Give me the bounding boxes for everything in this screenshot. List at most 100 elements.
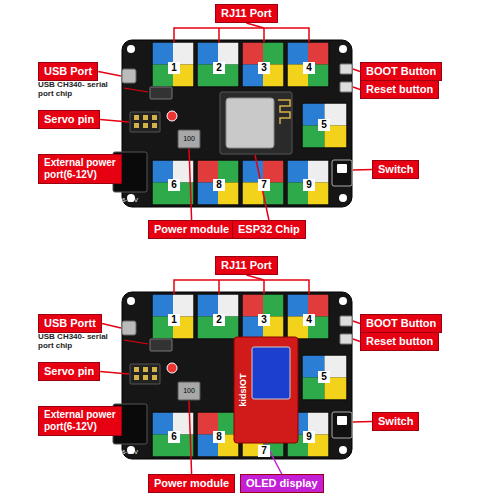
- port-number: 3: [258, 314, 270, 326]
- callout-box: Servo pin: [38, 362, 100, 381]
- voltage-mark: 6-12V: [122, 197, 138, 204]
- callout-text: USB Port: [44, 65, 92, 78]
- mount-hole: [339, 297, 347, 305]
- callout-box: External power port(6-12V): [38, 406, 122, 436]
- leader-line: [189, 149, 192, 220]
- leader-line: [353, 169, 372, 171]
- callout-text: USB Portt: [44, 317, 96, 330]
- mount-hole: [339, 446, 347, 454]
- port-number: 2: [213, 62, 225, 74]
- port-bracket: [174, 28, 309, 42]
- callout-box: RJ11 Port: [215, 256, 278, 275]
- port-number: 9: [303, 431, 315, 443]
- switch: [332, 160, 352, 186]
- led: [167, 363, 177, 373]
- callout-text: ESP32 Chip: [238, 223, 300, 236]
- rj11-port-outline: [302, 355, 347, 400]
- callout-box: BOOT Button: [360, 62, 442, 81]
- chip-label: USB CH340- serial port chip: [38, 80, 122, 98]
- callout-text: Switch: [378, 415, 413, 428]
- port-number: 4: [303, 314, 315, 326]
- leader-line: [124, 88, 148, 92]
- usb-connector: [122, 321, 136, 335]
- port-bracket: [174, 280, 309, 294]
- leader-line: [353, 87, 360, 90]
- rj11-port-outline: [197, 294, 239, 339]
- leader-line: [102, 324, 121, 329]
- leader-line: [353, 321, 360, 324]
- rj11-port-outline: [302, 103, 347, 148]
- port-number: 8: [213, 179, 225, 191]
- leader-line: [353, 421, 372, 423]
- port-number: 3: [258, 62, 270, 74]
- callout-box: BOOT Button: [360, 314, 442, 333]
- inductor: [178, 382, 200, 400]
- leader-line: [98, 72, 121, 77]
- port-number: 7: [258, 179, 270, 191]
- port-number: 4: [303, 62, 315, 74]
- servo-pin: [152, 123, 157, 128]
- callout-text: Servo pin: [44, 113, 94, 126]
- servo-pin: [134, 367, 139, 372]
- port-number: 6: [168, 179, 180, 191]
- callout-text: Power module: [154, 477, 229, 490]
- callout-text: RJ11 Port: [221, 259, 272, 272]
- leader-line: [353, 339, 360, 342]
- callout-box: Reset button: [360, 80, 439, 99]
- servo-pin: [134, 115, 139, 120]
- inductor-value: 100: [183, 387, 195, 395]
- port-number: 1: [168, 62, 180, 74]
- ch340-chip: [150, 87, 172, 99]
- port-number: 7: [258, 445, 270, 457]
- rj11-port-outline: [242, 160, 284, 205]
- oled-board: [234, 337, 298, 443]
- rj11-port-outline: [242, 42, 284, 87]
- servo-pin: [152, 367, 157, 372]
- reset-button: [340, 334, 352, 344]
- rj11-port-outline: [152, 412, 194, 457]
- leader-line: [353, 69, 360, 72]
- port-number: 9: [303, 179, 315, 191]
- rj11-port-outline: [197, 42, 239, 87]
- rj11-port-outline: [287, 160, 329, 205]
- leader-line: [100, 372, 129, 375]
- rj11-port-outline: [287, 294, 329, 339]
- voltage-mark: 6-12V: [122, 449, 138, 456]
- port-number: 1: [168, 314, 180, 326]
- leader-line: [246, 275, 264, 280]
- callout-box: USB Port: [38, 62, 98, 81]
- servo-header: [130, 364, 160, 384]
- callout-text: Reset button: [366, 335, 433, 348]
- servo-pin: [143, 367, 148, 372]
- callout-box: External power port(6-12V): [38, 154, 122, 184]
- servo-pin: [143, 375, 148, 380]
- usb-connector: [122, 69, 136, 83]
- rj11-port-outline: [152, 42, 194, 87]
- mount-hole: [127, 45, 135, 53]
- callout-box: Servo pin: [38, 110, 100, 129]
- callout-box: OLED display: [240, 474, 324, 493]
- servo-pin: [152, 115, 157, 120]
- callout-box: Reset button: [360, 332, 439, 351]
- callout-text: External power port(6-12V): [44, 157, 116, 181]
- switch-toggle: [337, 164, 347, 173]
- leader-line: [100, 120, 129, 123]
- rj11-port-outline: [242, 294, 284, 339]
- callout-text: External power port(6-12V): [44, 409, 116, 433]
- servo-pin: [143, 123, 148, 128]
- callout-text: RJ11 Port: [221, 7, 272, 20]
- servo-header: [130, 112, 160, 132]
- callout-text: Power module: [154, 223, 229, 236]
- callout-box: ESP32 Chip: [232, 220, 306, 239]
- callout-box: Switch: [372, 160, 419, 179]
- pcb: [122, 40, 352, 207]
- reset-button: [340, 82, 352, 92]
- inductor: [178, 130, 200, 148]
- board: [113, 280, 352, 459]
- port-number: 8: [213, 431, 225, 443]
- chip-label: USB CH340- serial port chip: [38, 332, 122, 350]
- callout-text: BOOT Button: [366, 317, 436, 330]
- inductor-value: 100: [183, 135, 195, 143]
- mount-hole: [127, 297, 135, 305]
